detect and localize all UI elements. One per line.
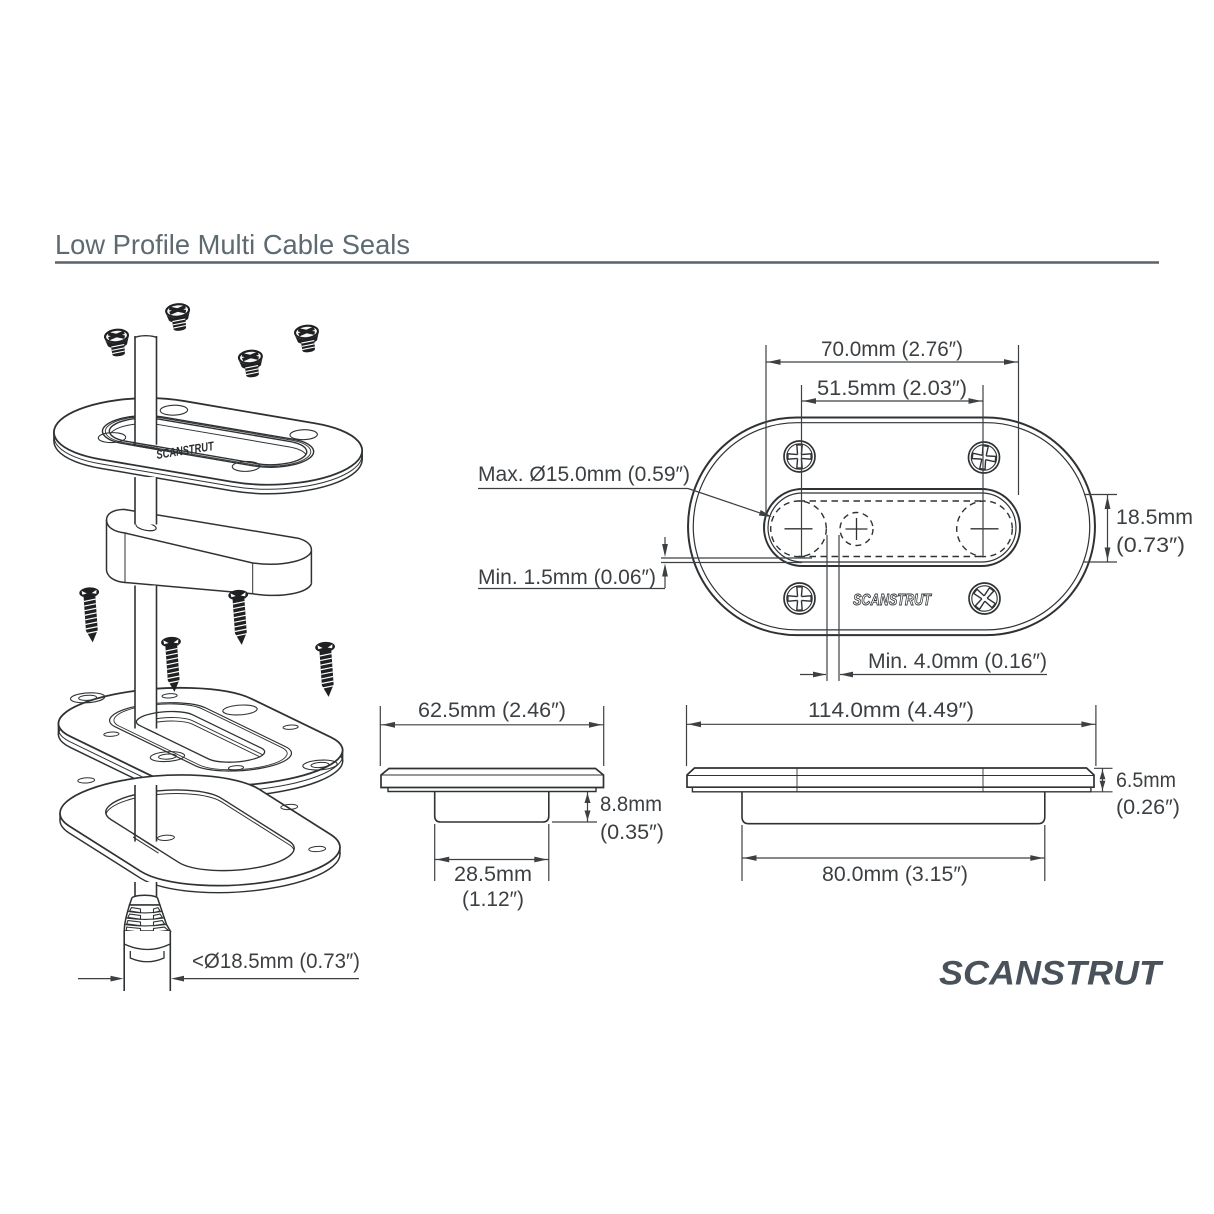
svg-text:80.0mm (3.15″): 80.0mm (3.15″) [822, 862, 968, 886]
svg-text:Min. 1.5mm (0.06″): Min. 1.5mm (0.06″) [478, 565, 656, 589]
svg-text:70.0mm (2.76″): 70.0mm (2.76″) [821, 337, 963, 361]
svg-text:18.5mm: 18.5mm [1116, 505, 1193, 529]
svg-text:(0.35″): (0.35″) [600, 820, 664, 844]
svg-text:51.5mm (2.03″): 51.5mm (2.03″) [817, 376, 967, 400]
svg-text:62.5mm (2.46″): 62.5mm (2.46″) [418, 698, 566, 722]
svg-text:SCANSTRUT: SCANSTRUT [939, 955, 1164, 993]
svg-text:(0.26″): (0.26″) [1116, 795, 1180, 819]
svg-text:Min. 4.0mm (0.16″): Min. 4.0mm (0.16″) [868, 649, 1047, 673]
svg-text:Low Profile Multi Cable Seals: Low Profile Multi Cable Seals [55, 229, 410, 260]
svg-text:6.5mm: 6.5mm [1116, 768, 1176, 792]
svg-text:28.5mm: 28.5mm [454, 862, 532, 886]
svg-text:(0.73″): (0.73″) [1116, 533, 1185, 557]
svg-text:(1.12″): (1.12″) [462, 887, 524, 911]
svg-text:114.0mm (4.49″): 114.0mm (4.49″) [808, 698, 974, 722]
svg-text:Max. Ø15.0mm (0.59″): Max. Ø15.0mm (0.59″) [478, 462, 690, 486]
svg-text:8.8mm: 8.8mm [600, 792, 662, 816]
svg-text:SCANSTRUT: SCANSTRUT [853, 592, 932, 609]
svg-text:<Ø18.5mm (0.73″): <Ø18.5mm (0.73″) [192, 950, 360, 973]
